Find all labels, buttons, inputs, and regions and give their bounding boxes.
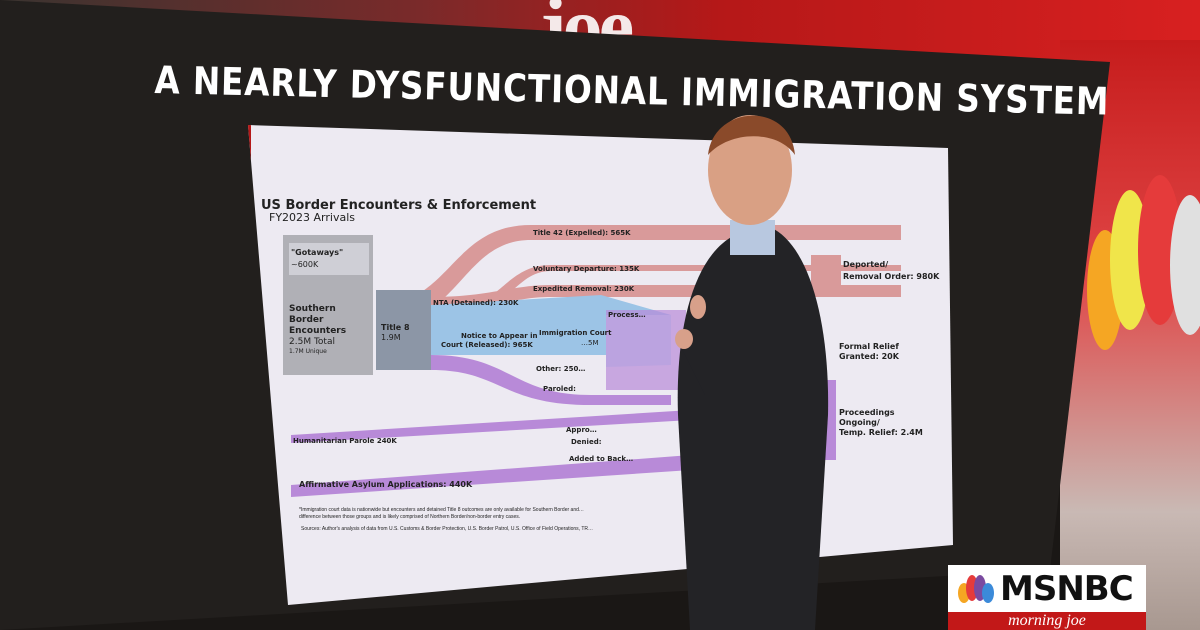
expedited-label: Expedited Removal: 230K [533, 285, 635, 293]
diagram-subtitle: FY2023 Arrivals [269, 211, 355, 224]
sources: Sources: Author's analysis of data from … [301, 526, 593, 532]
presenter [675, 115, 829, 630]
footnote: *Immigration court data is nationwide bu… [299, 507, 584, 520]
backlog-label: Added to Back… [569, 455, 633, 463]
immigration-court-label: Immigration Court…5M [539, 329, 612, 347]
diagram-title: US Border Encounters & Enforcement [261, 198, 536, 213]
denied-label: Denied: [571, 438, 602, 446]
network-name: MSNBC [1000, 569, 1134, 609]
flow-deported-node [811, 255, 841, 295]
flow-paroled [431, 355, 671, 405]
peacock-icon [1087, 175, 1200, 350]
other-label: Other: 250… [536, 365, 585, 373]
asylum-label: Affirmative Asylum Applications: 440K [299, 480, 473, 489]
sankey-diagram: US Border Encounters & Enforcement FY202… [261, 198, 940, 532]
flow-title42 [376, 225, 901, 325]
process-label: Process… [608, 311, 646, 319]
flow-humanitarian [291, 410, 691, 443]
flow-voluntary [431, 265, 901, 321]
node-gotaways-label: "Gotaways"~600K [291, 248, 343, 269]
show-name: morning joe [948, 612, 1146, 630]
approved-label: Appro… [566, 426, 597, 434]
deported-label: Deported/Removal Order: 980K [843, 260, 940, 281]
diagram-screen: US Border Encounters & Enforcement FY202… [248, 125, 953, 605]
peacock-icon [958, 575, 994, 603]
node-title8 [376, 290, 431, 370]
voluntary-label: Voluntary Departure: 135K [533, 265, 640, 273]
paroled-label: Paroled: [543, 385, 576, 393]
humanitarian-label: Humanitarian Parole 240K [293, 437, 397, 445]
node-process [606, 310, 686, 390]
title42-label: Title 42 (Expelled): 565K [533, 229, 631, 237]
nta-detained-label: NTA (Detained): 230K [433, 299, 519, 307]
flow-asylum [291, 455, 691, 497]
